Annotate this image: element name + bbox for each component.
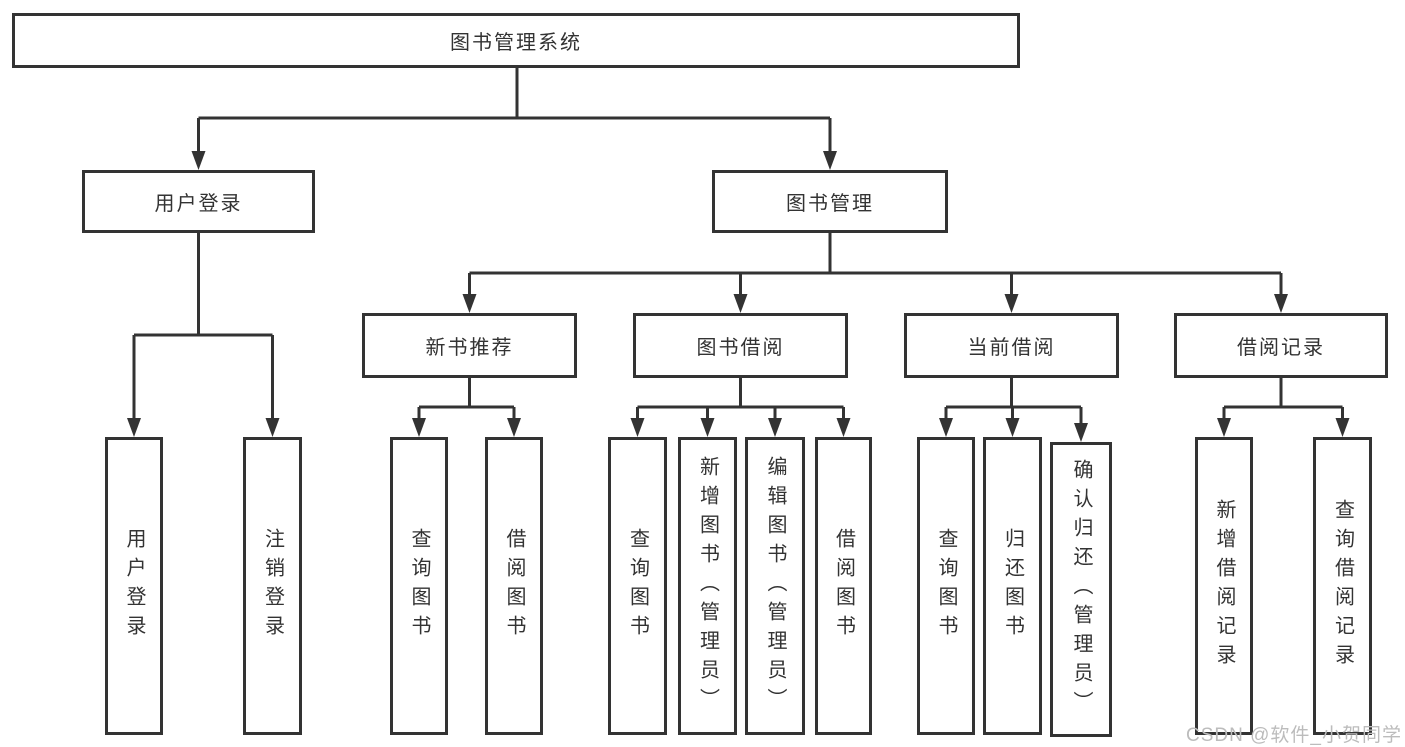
connector-root-to-level2 bbox=[191, 68, 837, 170]
node-borrow-record-label: 借阅记录 bbox=[1237, 337, 1325, 359]
leaf-add-book-admin-label: 新增图书（管理员） bbox=[696, 455, 719, 717]
node-current-borrow-label: 当前借阅 bbox=[967, 337, 1056, 359]
node-current-borrow: 当前借阅 bbox=[904, 313, 1119, 378]
node-user-login: 用户登录 bbox=[82, 170, 315, 233]
leaf-add-borrow-record-label: 新增借阅记录 bbox=[1213, 499, 1235, 673]
node-new-book-recommend: 新书推荐 bbox=[362, 313, 577, 378]
leaf-current-search-book-label: 查询图书 bbox=[935, 528, 957, 644]
leaf-logout: 注销登录 bbox=[243, 437, 302, 735]
leaf-edit-book-admin-label: 编辑图书（管理员） bbox=[764, 455, 786, 717]
connector-book-management-to-level3 bbox=[462, 233, 1288, 313]
node-root: 图书管理系统 bbox=[12, 13, 1020, 68]
leaf-borrow-search-book-label: 查询图书 bbox=[626, 528, 649, 644]
leaf-user-login: 用户登录 bbox=[105, 437, 163, 735]
connector-borrow-to-leaves bbox=[630, 378, 851, 437]
leaf-return-book-label: 归还图书 bbox=[1001, 528, 1024, 644]
leaf-current-search-book: 查询图书 bbox=[917, 437, 975, 735]
leaf-logout-label: 注销登录 bbox=[261, 528, 284, 644]
node-borrow-record: 借阅记录 bbox=[1174, 313, 1388, 378]
leaf-borrow-search-book: 查询图书 bbox=[608, 437, 667, 735]
csdn-watermark: CSDN @软件_小贺同学 bbox=[1186, 725, 1402, 746]
leaf-recommend-borrow-book-label: 借阅图书 bbox=[503, 528, 525, 644]
connector-recommend-to-leaves bbox=[412, 378, 521, 437]
node-book-management: 图书管理 bbox=[712, 170, 948, 233]
leaf-add-book-admin: 新增图书（管理员） bbox=[678, 437, 737, 735]
leaf-return-book: 归还图书 bbox=[983, 437, 1042, 735]
node-book-borrow-label: 图书借阅 bbox=[696, 337, 785, 359]
node-book-borrow: 图书借阅 bbox=[633, 313, 848, 378]
node-new-book-recommend-label: 新书推荐 bbox=[425, 337, 514, 359]
leaf-search-borrow-record-label: 查询借阅记录 bbox=[1331, 499, 1354, 673]
leaf-edit-book-admin: 编辑图书（管理员） bbox=[745, 437, 805, 735]
leaf-search-borrow-record: 查询借阅记录 bbox=[1313, 437, 1372, 735]
node-user-login-label: 用户登录 bbox=[154, 193, 243, 215]
connector-record-to-leaves bbox=[1217, 378, 1350, 437]
connector-current-to-leaves bbox=[939, 378, 1088, 442]
leaf-borrow-book-label: 借阅图书 bbox=[832, 528, 855, 644]
leaf-add-borrow-record: 新增借阅记录 bbox=[1195, 437, 1253, 735]
leaf-confirm-return-admin-label: 确认归还（管理员） bbox=[1070, 459, 1092, 720]
node-root-label: 图书管理系统 bbox=[450, 32, 582, 54]
leaf-confirm-return-admin: 确认归还（管理员） bbox=[1050, 442, 1112, 737]
leaf-borrow-book: 借阅图书 bbox=[815, 437, 872, 735]
leaf-recommend-borrow-book: 借阅图书 bbox=[485, 437, 543, 735]
connector-user-login-to-leaves bbox=[127, 233, 280, 437]
leaf-recommend-search-book-label: 查询图书 bbox=[408, 528, 430, 644]
leaf-recommend-search-book: 查询图书 bbox=[390, 437, 448, 735]
leaf-user-login-label: 用户登录 bbox=[123, 528, 145, 644]
node-book-management-label: 图书管理 bbox=[786, 193, 874, 215]
